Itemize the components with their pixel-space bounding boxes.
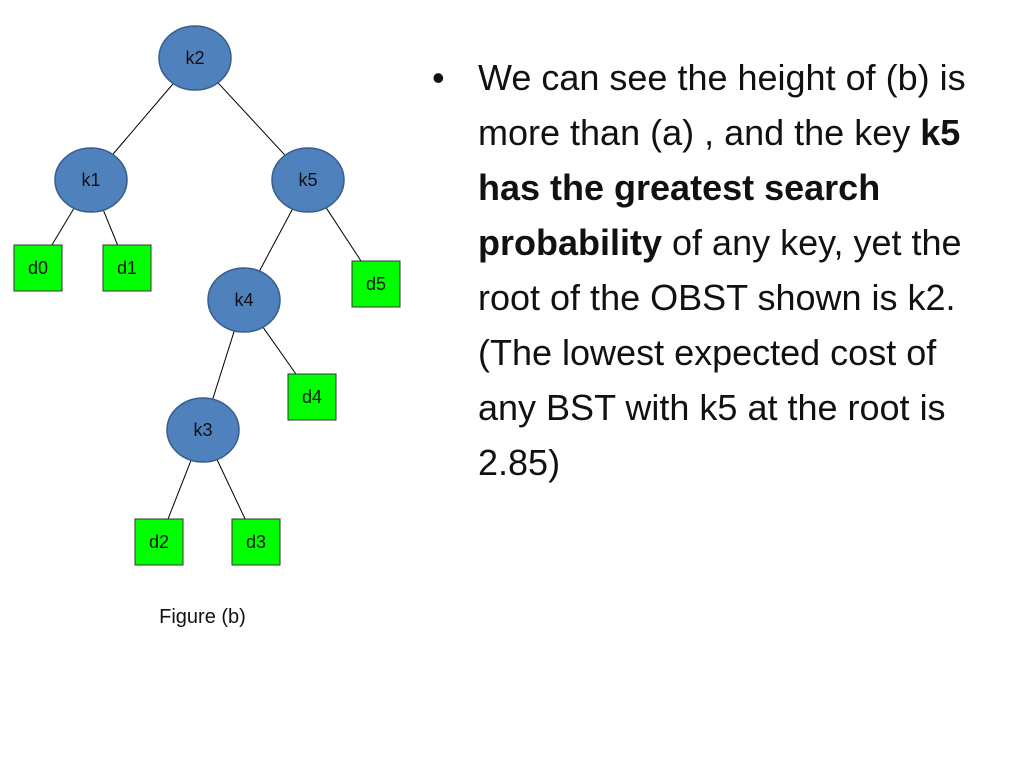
node-d3: d3 xyxy=(231,518,281,566)
bullet-text-bold: k5 has the greatest search probability xyxy=(478,112,961,263)
dummy-node-shape xyxy=(351,260,401,308)
node-k5: k5 xyxy=(271,147,345,213)
edge-k3-d2 xyxy=(167,460,192,520)
key-node-shape xyxy=(54,147,128,213)
node-label-k3: k3 xyxy=(193,420,212,440)
node-k4: k4 xyxy=(207,267,281,333)
node-k2: k2 xyxy=(158,25,232,91)
bullet-marker: • xyxy=(432,57,445,98)
bullet-point: • We can see the height of (b) is more t… xyxy=(432,50,992,490)
edge-k1-d0 xyxy=(51,207,75,246)
tree-nodes: k2 k1 k5 d0 d1 k4 d5 d4 k3 d2 d3 xyxy=(13,25,401,566)
key-node-shape xyxy=(207,267,281,333)
dummy-node-shape xyxy=(102,244,152,292)
key-node-shape xyxy=(166,397,240,463)
node-label-k1: k1 xyxy=(81,170,100,190)
node-label-k4: k4 xyxy=(234,290,253,310)
node-k1: k1 xyxy=(54,147,128,213)
edge-k4-k3 xyxy=(212,330,235,400)
node-label-k5: k5 xyxy=(298,170,317,190)
edge-k5-d5 xyxy=(325,207,362,262)
dummy-node-shape xyxy=(134,518,184,566)
bullet-text-part-2: of any key, yet the root of the OBST sho… xyxy=(478,222,962,483)
edge-k3-d3 xyxy=(216,459,246,520)
edge-k2-k5 xyxy=(217,82,286,156)
node-d0: d0 xyxy=(13,244,63,292)
dummy-node-shape xyxy=(13,244,63,292)
node-d5: d5 xyxy=(351,260,401,308)
node-label-d5: d5 xyxy=(366,274,386,294)
node-d4: d4 xyxy=(287,373,337,421)
edge-k2-k1 xyxy=(112,83,174,155)
edge-k5-k4 xyxy=(258,208,294,272)
tree-edges xyxy=(51,82,362,520)
node-d2: d2 xyxy=(134,518,184,566)
node-label-k2: k2 xyxy=(185,48,204,68)
node-d1: d1 xyxy=(102,244,152,292)
key-node-shape xyxy=(271,147,345,213)
bullet-text-part-1: We can see the height of (b) is more tha… xyxy=(478,57,966,153)
node-k3: k3 xyxy=(166,397,240,463)
dummy-node-shape xyxy=(231,518,281,566)
bullet-text: We can see the height of (b) is more tha… xyxy=(478,50,968,490)
figure-caption: Figure (b) xyxy=(159,606,246,628)
node-label-d2: d2 xyxy=(149,532,169,552)
edge-k1-d1 xyxy=(102,209,119,246)
dummy-node-shape xyxy=(287,373,337,421)
node-label-d3: d3 xyxy=(246,532,266,552)
edge-k4-d4 xyxy=(262,326,297,375)
key-node-shape xyxy=(158,25,232,91)
node-label-d0: d0 xyxy=(28,258,48,278)
node-label-d4: d4 xyxy=(302,387,322,407)
node-label-d1: d1 xyxy=(117,258,137,278)
